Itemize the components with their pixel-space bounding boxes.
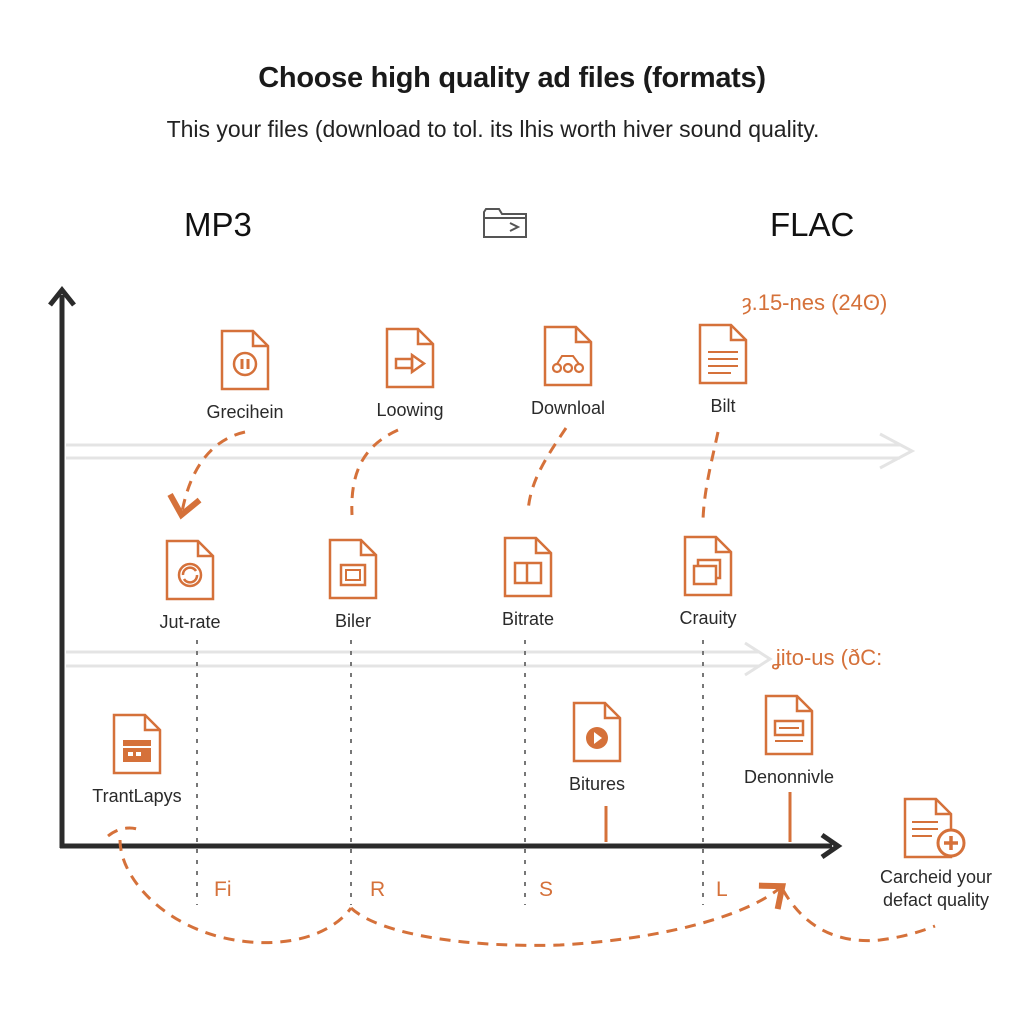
cta-line-1: Carcheid your: [879, 867, 993, 887]
node-label: Grecihein: [206, 402, 284, 422]
dotted-guides: [196, 640, 704, 905]
node-row3-2[interactable]: Bitures: [512, 700, 682, 795]
format-label-right: FLAC: [770, 206, 855, 243]
pause-file-icon: [220, 329, 270, 391]
lines-file-icon: [698, 323, 748, 385]
node-row1-1[interactable]: Grecihein: [160, 328, 330, 423]
node-row2-4[interactable]: Crauity: [623, 534, 793, 629]
node-row2-3[interactable]: Bitrate: [443, 535, 613, 630]
node-row1-2[interactable]: Loowing: [325, 326, 495, 421]
folder-icon: [483, 208, 527, 238]
node-row1-4[interactable]: Bilt: [638, 322, 808, 417]
guide-arrow-lower: [66, 641, 773, 677]
node-label: Loowing: [376, 400, 444, 420]
node-row3-1[interactable]: TrantLapys: [52, 712, 222, 807]
node-label: Denonnivle: [743, 767, 835, 787]
cta-line-2: defact quality: [882, 890, 990, 910]
window-file-icon: [328, 538, 378, 600]
node-row1-3[interactable]: Downloal: [483, 324, 653, 419]
node-label: Crauity: [679, 608, 737, 628]
arrow-file-icon: [385, 327, 435, 389]
axis-letter-4: L: [716, 878, 728, 901]
y-axis: [48, 285, 76, 848]
node-label: Bilt: [710, 396, 736, 416]
page-subtitle: This your files (download to tol. its lh…: [166, 116, 820, 142]
dots-file-icon: [543, 325, 593, 387]
axis-letter-3: S: [539, 878, 554, 901]
add-file-icon[interactable]: [902, 796, 968, 860]
axis-letter-2: R: [370, 878, 386, 901]
node-label: Biler: [334, 611, 371, 631]
node-label: TrantLapys: [92, 786, 182, 806]
node-label: Jut-rate: [159, 612, 221, 632]
cta-text[interactable]: Carcheid your defact quality: [852, 866, 1020, 912]
node-row2-1[interactable]: Jut-rate: [105, 538, 275, 633]
node-row2-2[interactable]: Biler: [268, 537, 438, 632]
range-label-middle: ʝito-us (ðC:: [772, 645, 883, 670]
guide-arrow-upper: [66, 432, 916, 470]
dashed-connectors: [107, 427, 936, 947]
node-label: Bitrate: [501, 609, 555, 629]
sync-file-icon: [165, 539, 215, 601]
page-title: Choose high quality ad files (formats): [258, 62, 766, 94]
grid-file-icon: [112, 713, 162, 775]
node-label: Downloal: [530, 398, 606, 418]
node-label: Bitures: [568, 774, 626, 794]
doc-file-icon: [764, 694, 814, 756]
play-file-icon: [572, 701, 622, 763]
node-row3-3[interactable]: Denonnivle: [704, 693, 874, 788]
x-axis: [60, 832, 843, 860]
orange-ticks: [604, 792, 792, 842]
layers-file-icon: [683, 535, 733, 597]
frame-file-icon: [503, 536, 553, 598]
range-label-top: ȝ.15-nes (24ʘ): [742, 290, 888, 315]
axis-letter-1: Fi: [214, 878, 232, 901]
format-label-left: MP3: [184, 206, 252, 243]
